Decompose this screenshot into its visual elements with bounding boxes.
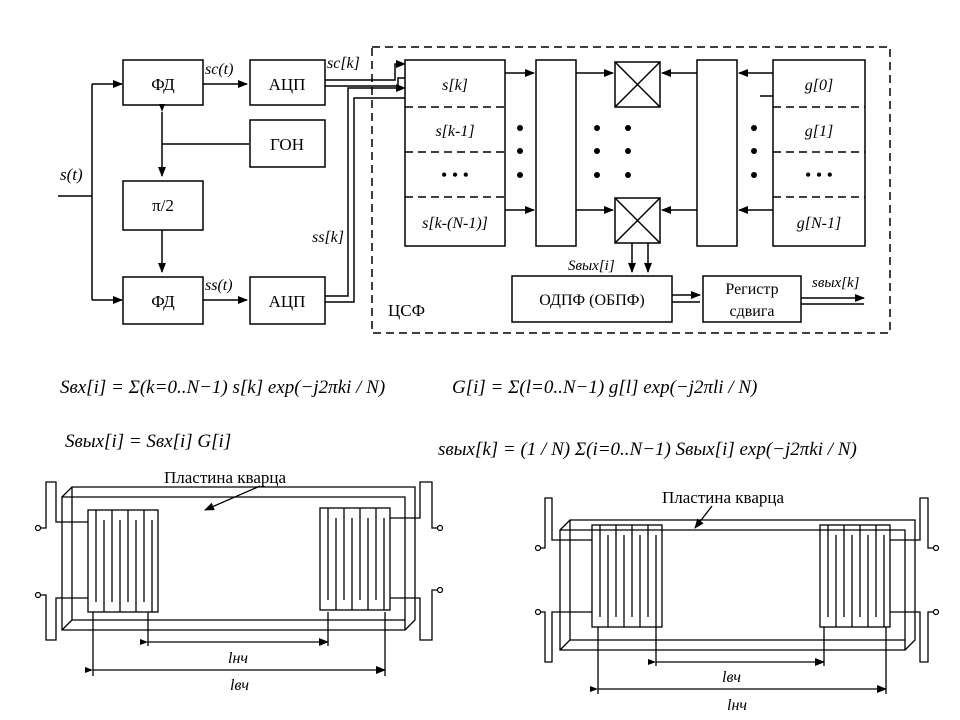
signal-ss-k: ss[k] (312, 229, 344, 246)
shift-register-label-2: сдвига (729, 303, 774, 320)
input-register (404, 59, 506, 247)
multiplier-bottom (614, 197, 661, 244)
phase-shift-label: π/2 (152, 196, 174, 215)
reference-register-cell-1: g[1] (805, 123, 833, 140)
adc-top-block (249, 59, 326, 106)
multiplier-top (614, 61, 661, 108)
phase-shift-block (122, 180, 204, 231)
reference-register-cell-2: • • • (805, 165, 833, 185)
adc-bottom-block (249, 276, 326, 325)
block-diagram (58, 46, 891, 334)
input-register-cell-2: • • • (441, 165, 469, 185)
gon-label: ГОН (270, 135, 304, 154)
formula-output-spectrum: Sвых[i] = Sвх[i] G[i] (65, 431, 231, 452)
fft-block-1 (535, 59, 577, 247)
saw-left-dim-inner: lнч (228, 650, 248, 667)
saw-right-title: Пластина кварца (662, 488, 784, 507)
idft-block (511, 275, 673, 323)
signal-ss-t: ss(t) (205, 277, 233, 294)
saw-right-dim-outer: lнч (727, 697, 747, 714)
saw-left-title: Пластина кварца (164, 468, 286, 487)
formula-input-spectrum: Sвх[i] = Σ(k=0..N−1) s[k] exp(−j2πki / N… (60, 377, 385, 398)
csf-label: ЦСФ (388, 301, 425, 320)
reference-register-cell-0: g[0] (805, 77, 833, 94)
saw-filter-right (538, 497, 936, 694)
pd-top-label: ФД (151, 75, 175, 94)
saw-right-dim-inner: lвч (722, 669, 741, 686)
input-register-cell-1: s[k-1] (435, 123, 474, 140)
formula-output-signal: sвых[k] = (1 / N) Σ(i=0..N−1) Sвых[i] ex… (438, 439, 857, 460)
reference-register-cell-3: g[N-1] (797, 215, 841, 232)
fft-block-2 (696, 59, 738, 247)
pd-bottom-label: ФД (151, 292, 175, 311)
signal-s-out-k: sвых[k] (812, 275, 860, 291)
shift-register-label-1: Регистр (725, 281, 778, 298)
signal-sc-t: sc(t) (205, 61, 233, 78)
gon-block (249, 119, 326, 168)
ellipsis-dots (517, 125, 757, 178)
input-register-cell-0: s[k] (442, 77, 468, 94)
input-register-cell-3: s[k-(N-1)] (422, 215, 488, 232)
saw-filter-left (38, 481, 440, 676)
signal-s-out-i: Sвых[i] (568, 258, 615, 274)
formula-reference-spectrum: G[i] = Σ(l=0..N−1) g[l] exp(−j2πli / N) (452, 377, 757, 398)
adc-bottom-label: АЦП (269, 292, 306, 311)
input-signal-label: s(t) (60, 165, 83, 184)
saw-left-dim-outer: lвч (230, 677, 249, 694)
shift-register-block (702, 275, 802, 323)
reference-register (772, 59, 866, 247)
signal-sc-k: sc[k] (327, 55, 360, 72)
idft-label: ОДПФ (ОБПФ) (539, 292, 644, 309)
adc-top-label: АЦП (269, 75, 306, 94)
